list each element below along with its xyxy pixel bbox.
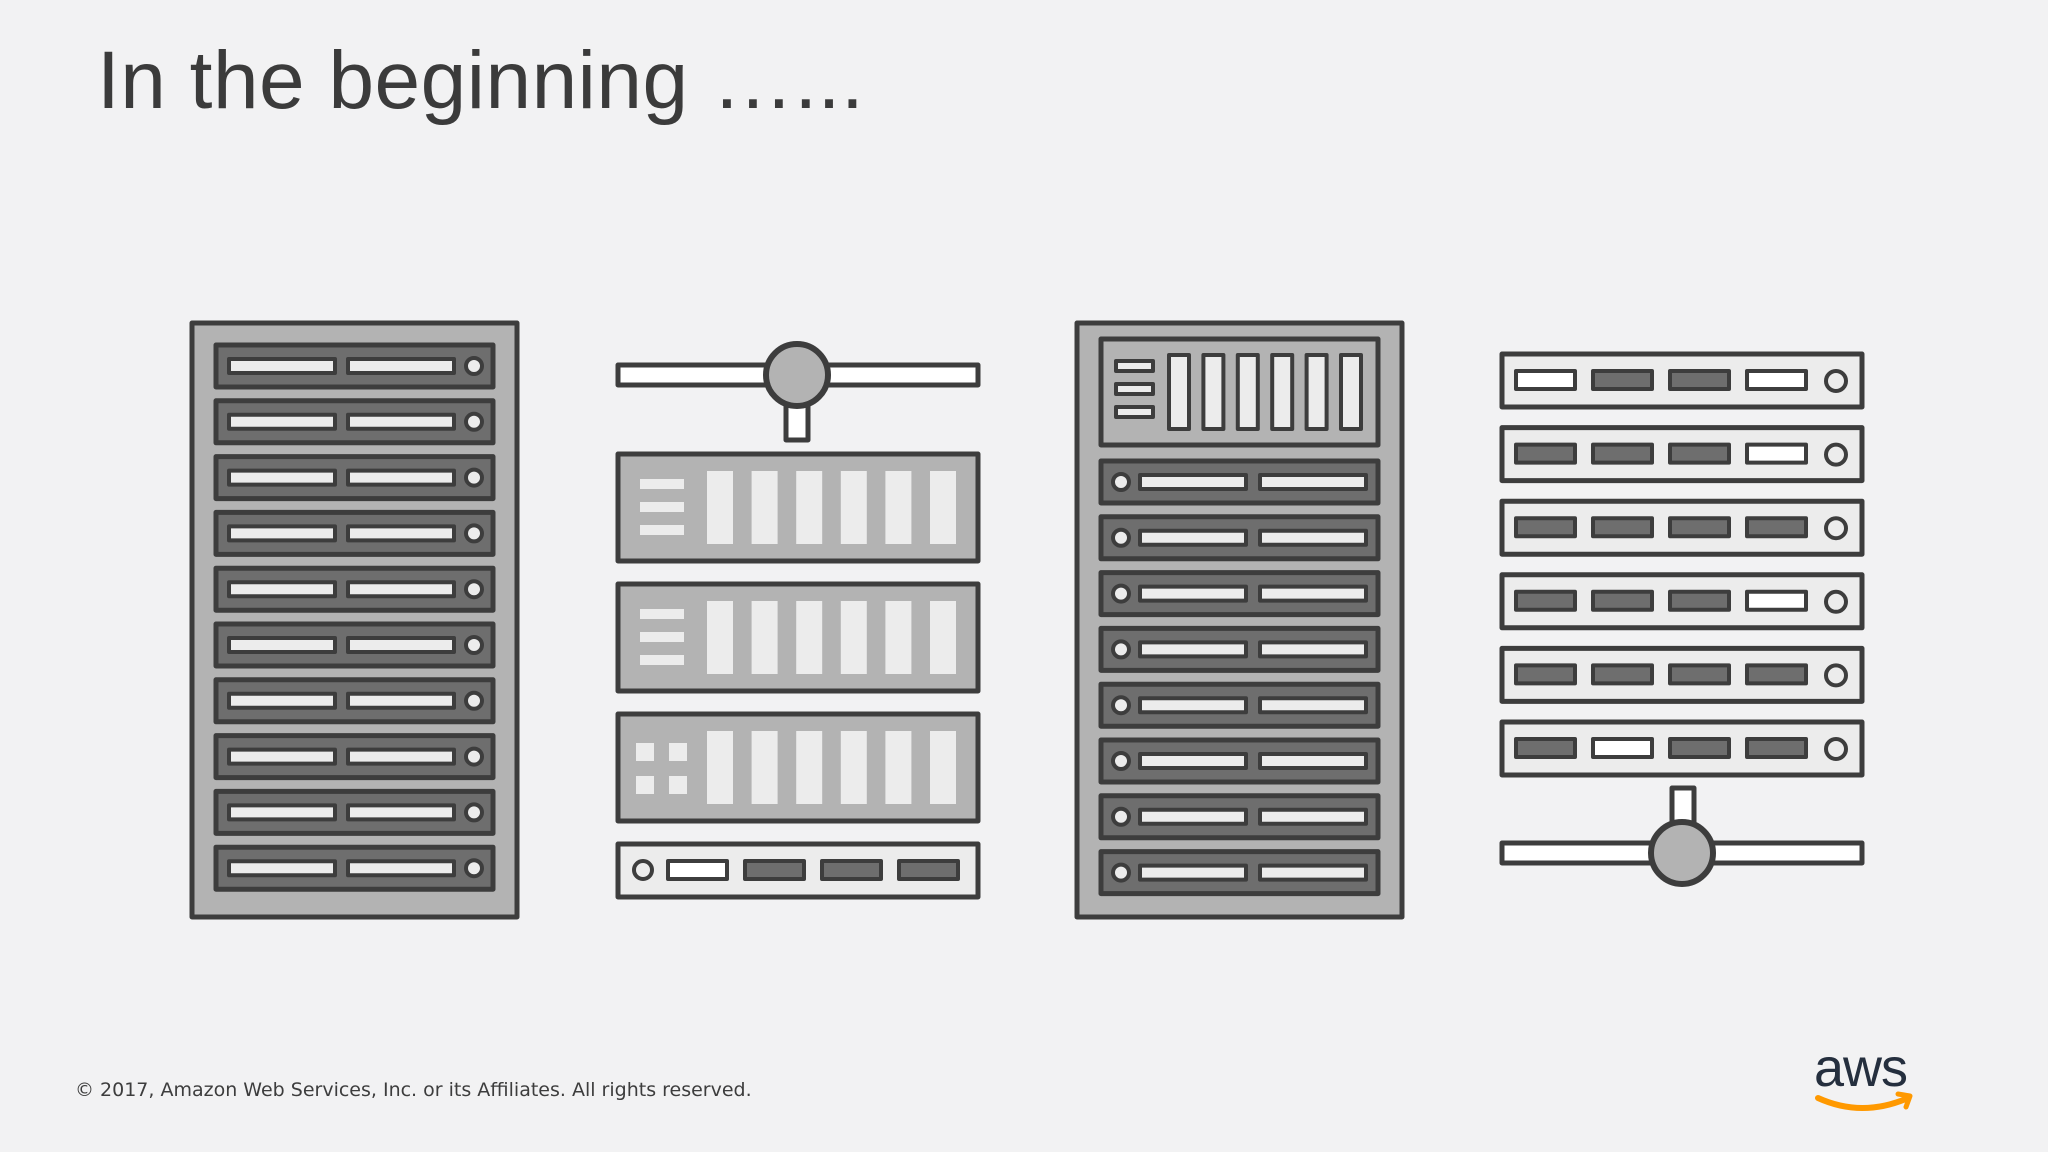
slide-title: In the beginning …... [97, 35, 865, 126]
network-server-stack-icon [615, 341, 981, 900]
copyright-footer: © 2017, Amazon Web Services, Inc. or its… [75, 1079, 752, 1101]
server-rack-icon [189, 320, 520, 920]
server-array-icon [1499, 351, 1865, 887]
storage-rack-icon [1074, 320, 1405, 920]
aws-logo: aws [1814, 1044, 1913, 1111]
aws-logo-text: aws [1814, 1044, 1907, 1098]
aws-smile-icon [1815, 1095, 1911, 1111]
